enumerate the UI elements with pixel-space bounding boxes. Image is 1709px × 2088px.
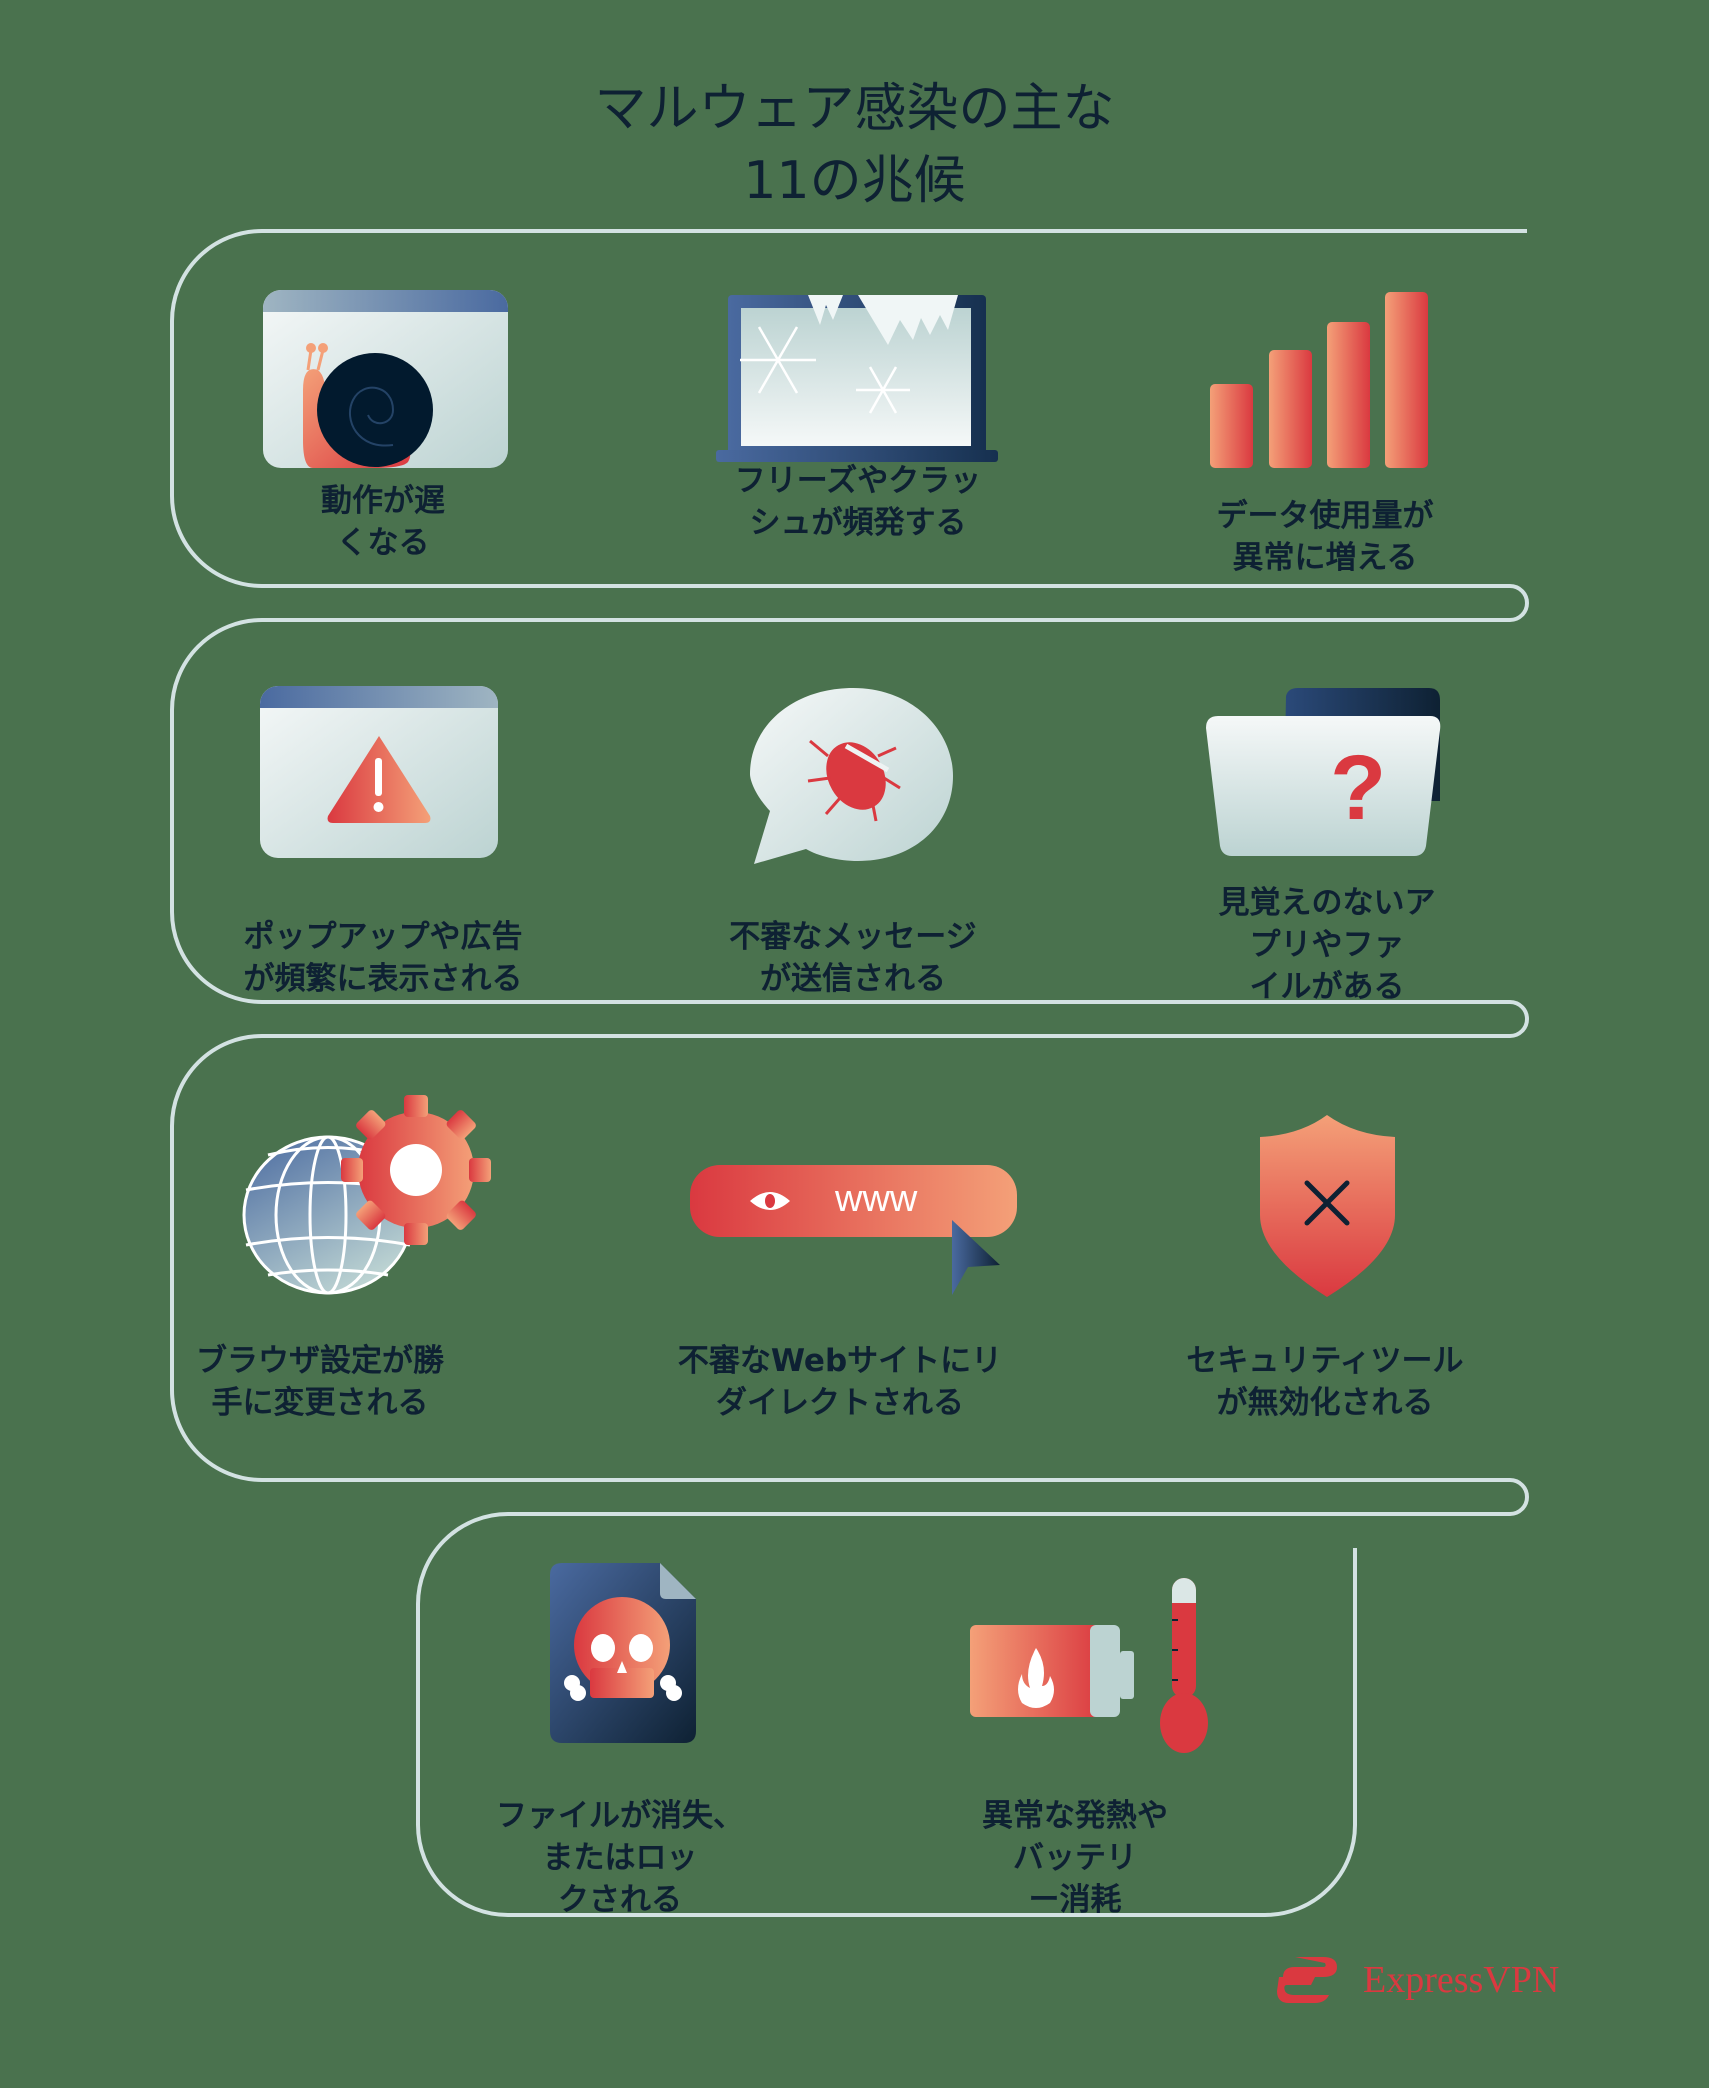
sign-files-missing-locked: ファイルが消失、 またはロッ クされる: [440, 1563, 800, 1918]
sign-suspicious-redirects: www 不審なWebサイトにリ ダイレクトされる: [660, 1095, 1020, 1425]
sign-freezes-crashes: フリーズやクラッ シュが頻発する: [678, 290, 1038, 550]
globe-gear-icon: [242, 1095, 491, 1295]
question-mark-icon: ?: [1330, 737, 1387, 839]
expressvpn-logo: ExpressVPN: [1275, 1955, 1559, 2005]
sign-label: ポップアップや広告 が頻繁に表示される: [243, 919, 523, 997]
sign-label: 異常な発熱や バッテリ ー消耗: [982, 1798, 1168, 1918]
frozen-laptop-icon: [716, 295, 998, 462]
sign-frequent-popups: ポップアップや広告 が頻繁に表示される: [203, 686, 563, 997]
sign-unknown-apps-files: ? 見覚えのないア プリやファ イルがある: [1147, 686, 1507, 1005]
sign-suspicious-messages: 不審なメッセージ が送信される: [673, 686, 1033, 997]
sign-high-data-usage: データ使用量が 異常に増える: [1145, 290, 1505, 580]
skull-file-icon: [550, 1563, 696, 1743]
title-line-2: 11の兆候: [743, 150, 966, 211]
sign-label: セキュリティツール が無効化される: [1186, 1343, 1464, 1421]
www-text: www: [835, 1178, 918, 1220]
brand-name: ExpressVPN: [1363, 1959, 1560, 2001]
sign-label: 動作が遅 くなる: [321, 483, 445, 561]
bug-message-icon: [750, 688, 953, 864]
shield-x-icon: [1260, 1115, 1395, 1297]
sign-browser-settings-changed: ブラウザ設定が勝 手に変更される: [150, 1095, 510, 1425]
rising-bars-icon: [1210, 292, 1428, 468]
sign-security-disabled: セキュリティツール が無効化される: [1145, 1095, 1505, 1425]
sign-label: ファイルが消失、 またはロッ クされる: [496, 1798, 744, 1918]
page-title: マルウェア感染の主な 11の兆候: [0, 73, 1709, 217]
sign-label: 見覚えのないア プリやファ イルがある: [1218, 885, 1436, 1005]
sign-label: 不審なメッセージ が送信される: [729, 919, 977, 997]
hot-battery-icon: [970, 1578, 1208, 1753]
sign-label: データ使用量が 異常に増える: [1216, 498, 1434, 576]
sign-label: ブラウザ設定が勝 手に変更される: [196, 1343, 444, 1421]
unknown-folder-icon: [1206, 688, 1441, 856]
www-redirect-icon: [690, 1165, 1017, 1295]
sign-label: 不審なWebサイトにリ ダイレクトされる: [677, 1343, 1003, 1421]
warning-popup-icon: [260, 686, 498, 858]
sign-overheating-battery: 異常な発熱や バッテリ ー消耗: [895, 1563, 1255, 1918]
sign-slow-performance: 動作が遅 くなる: [203, 290, 563, 570]
expressvpn-mark-icon: [1277, 1957, 1337, 2003]
title-line-1: マルウェア感染の主な: [594, 78, 1115, 139]
sign-label: フリーズやクラッ シュが頻発する: [734, 463, 982, 541]
snail-window-icon: [263, 290, 508, 468]
